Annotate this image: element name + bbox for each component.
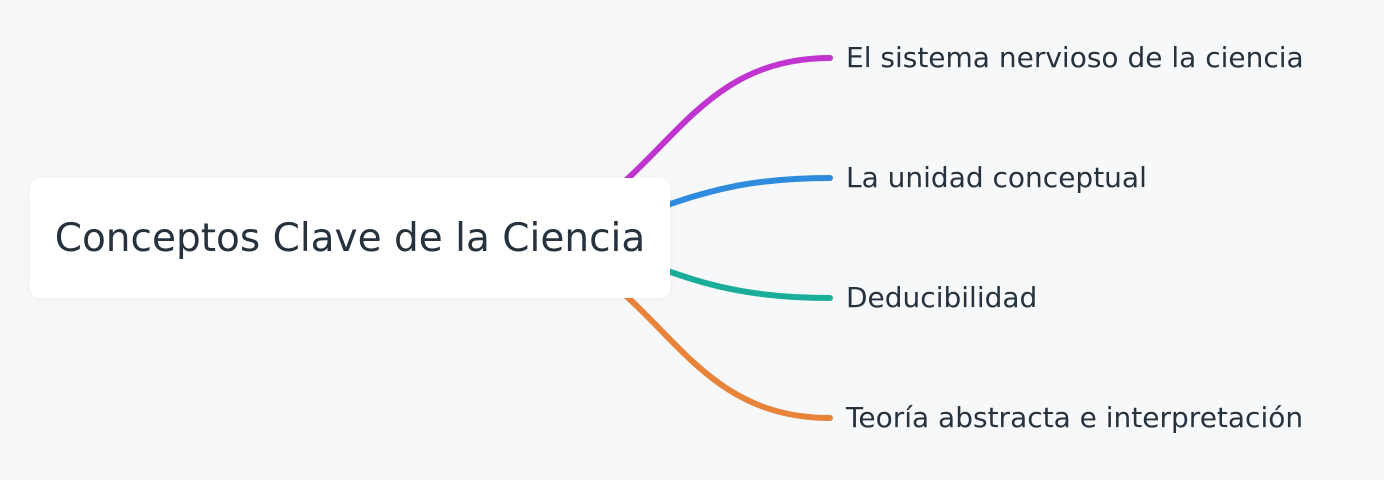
root-node-label: Conceptos Clave de la Ciencia (54, 215, 646, 261)
child-node-1[interactable]: El sistema nervioso de la ciencia (846, 41, 1304, 74)
child-node-4[interactable]: Teoría abstracta e interpretación (846, 401, 1304, 434)
child-node-3[interactable]: Deducibilidad (846, 281, 1038, 314)
root-node[interactable]: Conceptos Clave de la Ciencia (30, 178, 670, 298)
child-node-2[interactable]: La unidad conceptual (846, 161, 1147, 194)
